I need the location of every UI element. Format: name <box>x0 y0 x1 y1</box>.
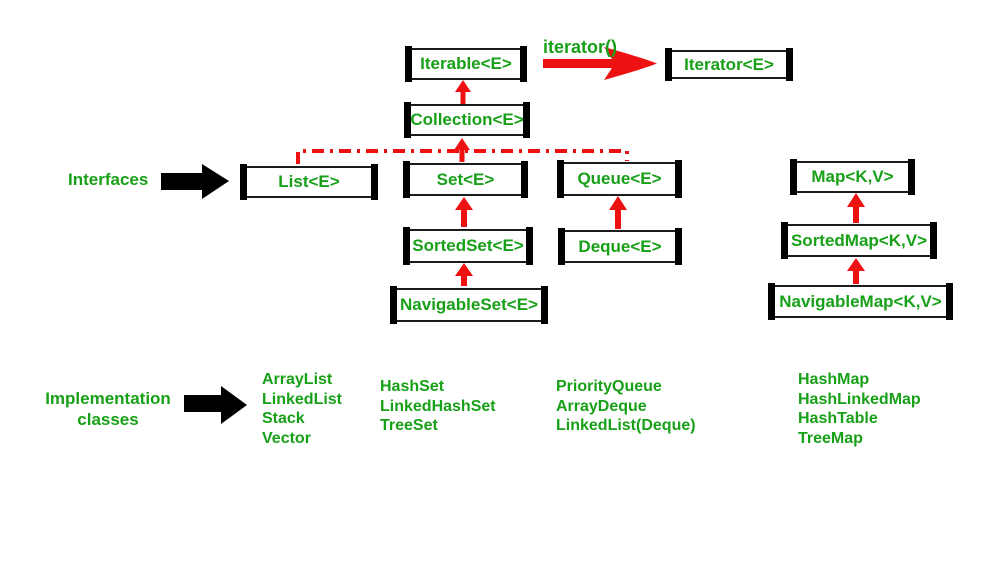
impl-item: ArrayList <box>262 371 333 388</box>
impl-item: HashLinkedMap <box>798 390 921 408</box>
box-set: Set<E> <box>403 161 528 198</box>
implementation-block-arrow <box>184 386 247 424</box>
implementation-classes-label: Implementation classes <box>45 388 171 430</box>
box-navigablemap: NavigableMap<K,V> <box>768 283 953 320</box>
box-navigableset: NavigableSet<E> <box>390 286 548 324</box>
impl-item: HashMap <box>798 371 870 388</box>
map-implementations: HashMap HashLinkedMap HashTable TreeMap <box>798 370 921 448</box>
interfaces-label: Interfaces <box>68 170 149 189</box>
impl-item: TreeSet <box>380 417 438 434</box>
impl-item: LinkedList(Deque) <box>556 417 696 434</box>
set-implementations: HashSet LinkedHashSet TreeSet <box>380 377 496 436</box>
impl-item: Stack <box>262 410 305 427</box>
box-iterable: Iterable<E> <box>405 46 527 82</box>
implementation-classes-line1: Implementation <box>45 389 171 408</box>
box-iterator: Iterator<E> <box>665 48 793 81</box>
box-deque: Deque<E> <box>558 228 682 265</box>
impl-item: LinkedHashSet <box>380 397 496 415</box>
impl-item: HashTable <box>798 410 878 427</box>
queue-implementations: PriorityQueue ArrayDeque LinkedList(Dequ… <box>556 377 696 436</box>
box-map: Map<K,V> <box>790 159 915 195</box>
box-queue: Queue<E> <box>557 160 682 198</box>
iterator-method-label: iterator() <box>543 37 618 57</box>
impl-item: Vector <box>262 429 311 447</box>
impl-item: TreeMap <box>798 429 863 447</box>
box-sortedmap: SortedMap<K,V> <box>781 222 937 259</box>
implementation-classes-line2: classes <box>77 410 139 429</box>
impl-item: PriorityQueue <box>556 378 662 395</box>
box-sortedset: SortedSet<E> <box>403 227 533 265</box>
impl-item: LinkedList <box>262 390 343 408</box>
impl-item: HashSet <box>380 378 445 395</box>
interfaces-block-arrow <box>161 164 229 199</box>
list-implementations: ArrayList LinkedList Stack Vector <box>262 370 342 448</box>
box-list: List<E> <box>240 164 378 200</box>
impl-item: ArrayDeque <box>556 397 647 415</box>
box-collection: Collection<E> <box>404 102 530 138</box>
